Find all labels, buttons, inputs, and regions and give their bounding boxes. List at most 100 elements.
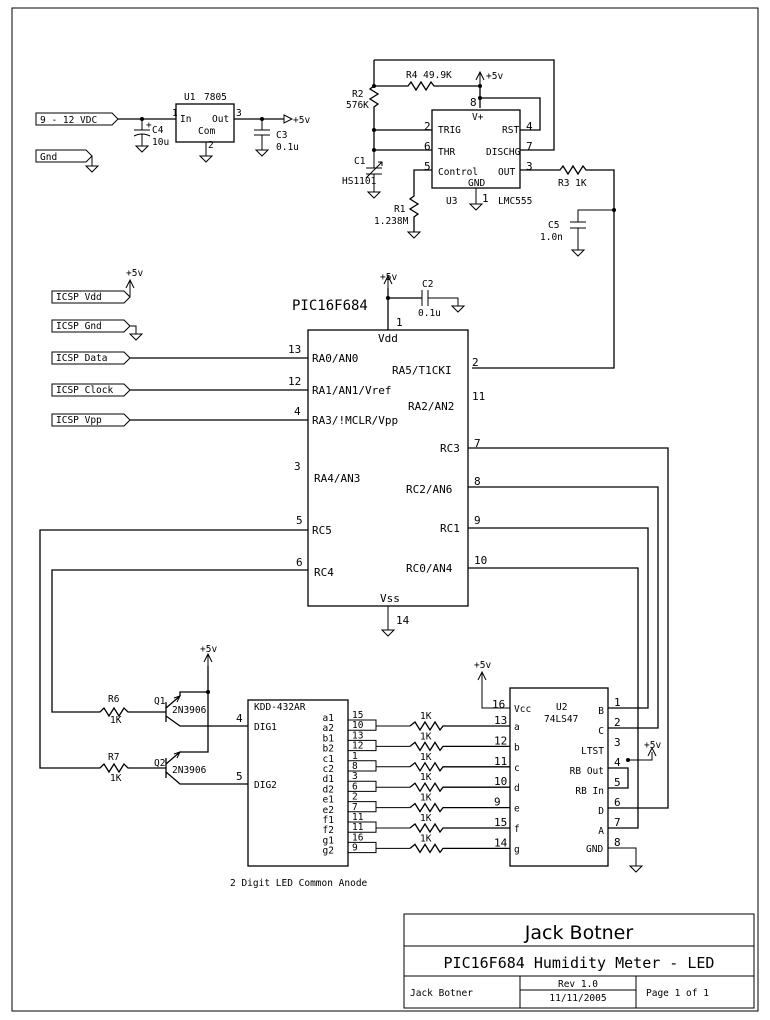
c5-value: 1.0n [540,232,563,243]
decoder-chip [509,687,609,867]
segment-label-c1: c1 [323,754,335,765]
mcu-pin2-label: RA5/T1CKI [392,364,452,377]
segment-pin-g1: 16 [352,832,364,843]
mcu-pin11-num: 11 [472,390,485,403]
c1-sensor-icon [366,150,382,199]
mcu-pin5-label: RC5 [312,524,332,537]
u1-pin2: 2 [208,140,214,151]
u3-part: LMC555 [498,196,532,207]
segment-resistor-value-5: 1K [420,813,432,824]
segment-join-5 [368,821,410,833]
segment-resistor-icon-2 [409,761,510,773]
transistor-section: R6 1K R7 1K +5v Q1 2N3906 Q2 2N3906 [99,644,248,785]
mcu-pin13-label: RA0/AN0 [312,352,358,365]
segment-pin-d1: 3 [352,771,358,782]
segment-label-e1: e1 [323,795,335,806]
wire-rc1-b [468,527,649,709]
segment-pin-e1: 2 [352,792,358,803]
decoder-pin-4-num: 5 [614,776,621,789]
r4-resistor-icon [374,80,480,92]
u1-ground-icon [198,142,214,163]
segment-label-e2: e2 [323,805,334,816]
title-date: 11/11/2005 [549,993,606,1004]
decoder-ref: U2 [556,702,567,713]
decoder-pin-0-label: B [598,706,604,717]
display-dig2-pin: 5 [236,770,243,783]
decoder-pin-3-num: 4 [614,756,621,769]
decoder-pin-e-label: e [514,804,520,815]
mcu-name: PIC16F684 [292,298,368,314]
mcu-vdd-supply: +5v [380,272,397,283]
segment-label-d1: d1 [323,774,335,785]
decoder-pin-6-label: A [598,826,604,837]
mcu-pin10-num: 10 [474,554,487,567]
segment-join-2 [368,760,410,772]
segment-label-c2: c2 [323,764,334,775]
c1-value: HS1101 [342,176,377,187]
icsp-gnd-port [51,319,131,333]
segment-resistor-icon-1 [409,741,510,752]
timer-section: R2 576K R4 49.9K +5v 8 V+ TRIG THR Contr… [342,59,616,369]
u3-pin2: 2 [424,120,431,133]
display-dig1: DIG1 [254,722,277,733]
r1-resistor-icon [408,169,432,232]
title-author-big: Jack Botner [524,922,634,944]
c1-ref: C1 [354,156,366,167]
r7-ref: R7 [108,752,119,763]
u3-pin3: 3 [526,160,533,173]
decoder-pin-c-label: c [514,763,520,774]
mcu-ground-icon [380,606,396,637]
r3-label: R3 1K [558,178,587,189]
decoder-pin-6-num: 7 [614,816,621,829]
decoder-pin-f-num: 15 [494,816,507,829]
display-part: KDD-432AR [254,702,306,713]
segment-resistor-icon-6 [409,843,510,854]
segment-resistor-value-6: 1K [420,833,432,844]
r2-resistor-icon [368,85,380,112]
segment-resistor-icon-4 [409,802,510,813]
icsp-clock-label: ICSP Clock [56,385,113,396]
mcu-pin9-label: RC1 [440,522,460,535]
segment-join-4 [368,801,410,813]
u1-pin-out: Out [212,114,229,125]
wire-rc2-c [468,486,659,729]
q-supply: +5v [200,644,217,655]
segment-label-b1: b1 [323,733,335,744]
decoder-pin-1-num: 2 [614,716,621,729]
decoder-gnd: GND [586,844,603,855]
u1-pin-in: In [180,114,191,125]
segment-pin-g2: 9 [352,843,358,854]
icsp-data-port [51,351,131,365]
mcu-pin6-label: RC4 [314,566,334,579]
segment-join-0 [368,719,410,731]
u3-pin-thr: THR [438,147,455,158]
wire-rc0-a [468,567,639,829]
decoder-part: 74LS47 [544,714,578,725]
display-dig1-pin: 4 [236,712,243,725]
r6-ref: R6 [108,694,120,705]
q2-transistor-icon [165,751,248,785]
u3-pin-trig: TRIG [438,125,461,136]
segment-resistor-value-4: 1K [420,793,432,804]
u1-regulator [175,103,235,143]
mcu-pin-vdd-num: 1 [396,316,403,329]
r1-ref: R1 [394,204,406,215]
mcu-section: PIC16F684 Vdd Vss 1 14 +5v C2 0.1u 13 RA… [39,272,669,829]
decoder-pin-d-label: d [514,783,520,794]
segment-label-f1: f1 [323,815,335,826]
decoder-pin-0-num: 1 [614,696,621,709]
segment-join-6 [368,841,410,854]
segment-pin-b1: 13 [352,730,363,741]
u3-pin-control: Control [438,167,478,178]
title-block: Jack Botner PIC16F684 Humidity Meter - L… [403,913,755,1009]
segment-pin-f2: 11 [352,822,364,833]
u3-vplus-supply: +5v [486,71,503,82]
u3-pin-dischg: DISCHG [486,147,521,158]
title-page: Page 1 of 1 [646,988,709,999]
u3-pin-vplus: V+ [472,112,484,123]
mcu-pin4-label: RA3/!MCLR/Vpp [312,414,398,427]
display-section: KDD-432AR DIG1 DIG2 4 5 2 Digit LED Comm… [230,699,510,889]
decoder-gnd-pin: 8 [614,836,621,849]
c4-value: 10u [152,137,169,148]
